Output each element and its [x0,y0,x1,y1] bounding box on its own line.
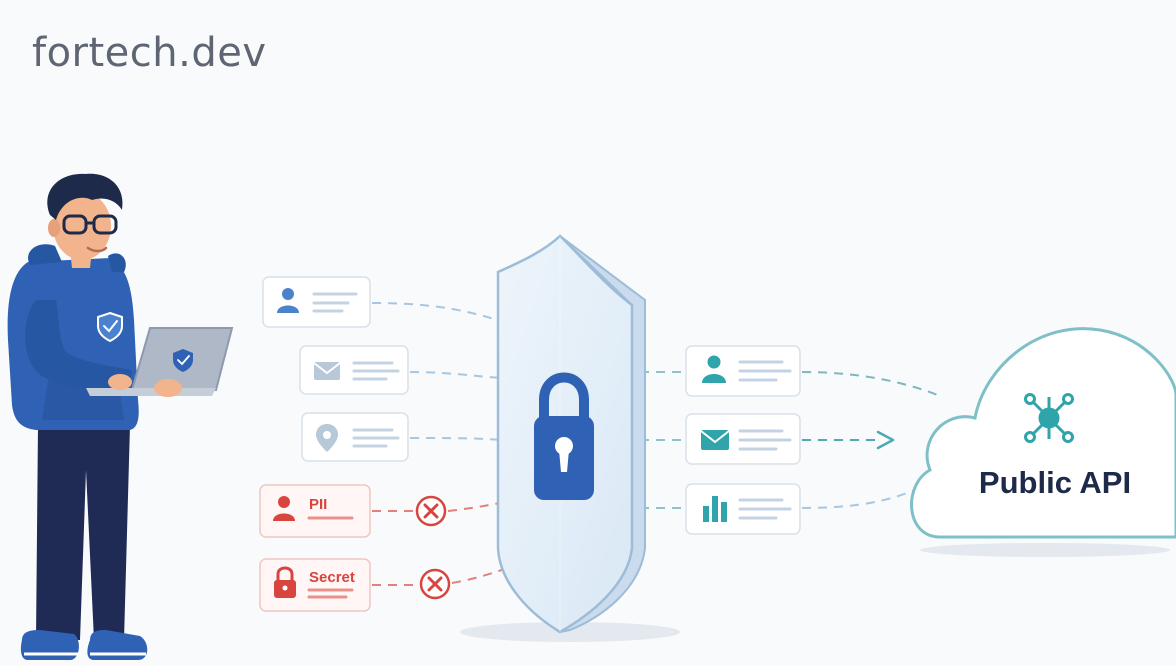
lock-icon [274,566,296,598]
blocked-x-icon [415,495,447,527]
secret-label: Secret [309,569,355,586]
arrowhead-icon [876,430,895,450]
user-icon [273,496,295,521]
connector-mail-input [409,371,503,379]
output-card-chart [685,483,801,535]
public-api-cloud: Public API [910,327,1176,539]
connector-user-input [371,302,506,323]
connector-pii-right [447,499,516,512]
connector-secret-right [451,564,518,584]
network-hub-icon [1024,393,1074,443]
input-card-mail [299,345,409,395]
shield-shadow [460,622,680,642]
connector-lines [371,302,941,586]
padlock-icon [534,372,594,500]
mail-icon [313,362,341,380]
location-pin-icon [316,424,338,452]
cloud-shadow [920,543,1170,557]
connector-out-1-right [801,371,941,397]
input-card-secret: Secret [259,558,371,612]
user-icon [277,288,299,313]
brand-logo-text: fortech.dev [32,30,267,76]
developer-illustration [7,173,234,660]
output-card-user [685,345,801,397]
output-card-mail [685,413,801,465]
public-api-label: Public API [979,465,1131,500]
connector-location-input [409,437,503,441]
input-card-location [301,412,409,462]
security-shield [496,234,646,634]
mail-icon [700,430,730,450]
input-card-pii: PII [259,484,371,538]
pii-label: PII [309,496,327,513]
connector-out-3-right [801,489,916,509]
user-icon [702,355,726,383]
bar-chart-icon [703,496,727,522]
input-card-user [262,276,371,328]
blocked-x-icon [419,568,451,600]
